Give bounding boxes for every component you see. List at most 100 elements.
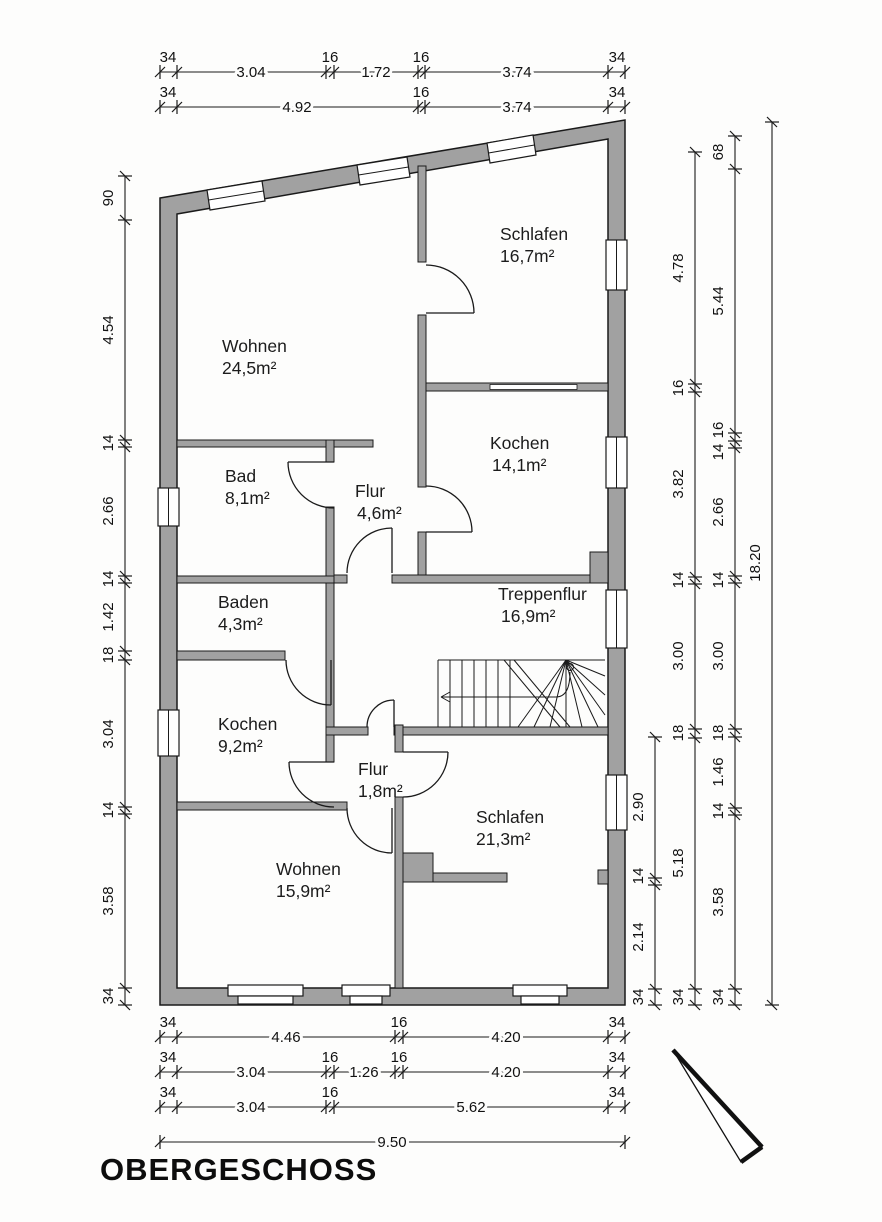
svg-text:14: 14 [100,802,117,819]
room-area-bad: 8,1m² [225,488,270,508]
svg-text:14: 14 [710,803,727,820]
floor-title: OBERGESCHOSS [100,1152,377,1187]
svg-text:4.20: 4.20 [491,1064,520,1081]
svg-text:14: 14 [710,444,727,461]
svg-text:14: 14 [630,868,647,885]
svg-text:3.04: 3.04 [236,1099,265,1116]
svg-text:34: 34 [160,84,177,101]
room-area-baden: 4,3m² [218,614,263,634]
svg-text:18: 18 [100,647,117,664]
room-label-kochen-14-1: Kochen [490,433,549,453]
dim-chain-right-middle: 68 5.44 16 14 2.66 14 3.00 18 1.46 14 3.… [707,130,743,1011]
svg-text:3.04: 3.04 [236,64,265,81]
svg-text:34: 34 [100,988,117,1005]
svg-text:3.74: 3.74 [502,99,531,116]
dim-chain-bottom-1: 34 4.46 16 4.20 34 [154,1011,631,1049]
door-flur-treppenflur [346,527,393,574]
door-schlafen-21-3 [402,751,449,798]
room-labels: Wohnen 24,5m² Schlafen 16,7m² Bad 8,1m² … [218,224,587,901]
svg-text:18: 18 [670,725,687,742]
north-arrow-icon [671,1048,764,1164]
svg-text:5.62: 5.62 [456,1099,485,1116]
svg-text:3.00: 3.00 [710,641,727,670]
dim-chain-right-total: 18.20 [744,116,780,1011]
svg-text:68: 68 [710,144,727,161]
svg-text:16: 16 [710,422,727,439]
svg-text:34: 34 [160,1049,177,1066]
room-label-wohnen-24-5: Wohnen [222,336,287,356]
svg-text:1.26: 1.26 [349,1064,378,1081]
room-label-treppenflur: Treppenflur [498,584,587,604]
svg-text:2.90: 2.90 [630,792,647,821]
svg-text:34: 34 [160,1084,177,1101]
room-label-flur-4-6: Flur [355,481,385,501]
svg-text:14: 14 [100,435,117,452]
svg-text:4.92: 4.92 [282,99,311,116]
room-label-kochen-9-2: Kochen [218,714,277,734]
svg-text:3.82: 3.82 [670,469,687,498]
svg-text:16: 16 [413,84,430,101]
svg-text:5.44: 5.44 [710,286,727,315]
svg-text:34: 34 [160,49,177,66]
svg-text:4.46: 4.46 [271,1029,300,1046]
dim-chain-bottom-2: 34 3.04 16 1.26 16 4.20 34 [154,1046,631,1084]
svg-text:34: 34 [630,989,647,1006]
dim-chain-bottom-3: 34 3.04 16 5.62 34 [154,1081,631,1119]
door-baden [285,659,332,706]
dim-chain-top-1: 34 3.04 16 1.72 16 3.74 34 [154,46,631,84]
svg-text:16: 16 [670,380,687,397]
svg-text:2.14: 2.14 [630,922,647,951]
window-icon [341,984,391,1005]
room-area-flur-1-8: 1,8m² [358,781,403,801]
dim-chain-right-inner: 4.78 16 3.82 14 3.00 18 5.18 34 [667,146,703,1011]
window-icon [486,134,537,164]
svg-text:14: 14 [710,572,727,589]
dim-chain-left: 90 4.54 14 2.66 14 1.42 18 3.04 14 3.58 … [97,170,133,1011]
window-icon [605,589,628,649]
room-label-bad: Bad [225,466,256,486]
svg-text:16: 16 [322,1049,339,1066]
room-area-wohnen-15-9: 15,9m² [276,881,331,901]
svg-text:16: 16 [413,49,430,66]
svg-text:18: 18 [710,725,727,742]
svg-text:34: 34 [670,989,687,1006]
window-icon [605,774,628,831]
door-kochen-14-1 [425,485,473,533]
svg-text:16: 16 [322,49,339,66]
svg-text:3.58: 3.58 [100,886,117,915]
window-icon [157,709,180,757]
svg-text:18.20: 18.20 [747,544,764,582]
svg-text:9.50: 9.50 [377,1134,406,1151]
room-area-flur-4-6: 4,6m² [357,503,402,523]
room-label-schlafen-16-7: Schlafen [500,224,568,244]
room-area-kochen-14-1: 14,1m² [492,455,547,475]
window-icon [605,436,628,489]
window-icon [512,984,568,1005]
interior-walls [176,165,609,989]
window-icon [605,239,628,291]
door-flur-1-8-top [366,699,395,728]
door-kochen-9-2 [288,761,335,808]
svg-text:16: 16 [391,1049,408,1066]
svg-text:1.46: 1.46 [710,757,727,786]
door-wohnen-15-9 [346,807,393,854]
svg-text:4.20: 4.20 [491,1029,520,1046]
window-icon [227,984,304,1005]
window-icon [206,180,266,211]
svg-text:2.66: 2.66 [710,497,727,526]
room-label-schlafen-21-3: Schlafen [476,807,544,827]
svg-text:34: 34 [710,989,727,1006]
dim-chain-right-bottom: 2.90 14 2.14 34 [627,731,663,1011]
stair-direction-arrow [440,663,574,703]
windows [157,134,628,1005]
svg-text:14: 14 [670,572,687,589]
svg-text:5.18: 5.18 [670,848,687,877]
dim-chain-bottom-total: 9.50 [154,1131,631,1154]
staircase [437,659,606,728]
svg-text:14: 14 [100,571,117,588]
svg-text:16: 16 [322,1084,339,1101]
svg-text:34: 34 [609,1049,626,1066]
svg-text:1.72: 1.72 [361,64,390,81]
svg-text:3.74: 3.74 [502,64,531,81]
